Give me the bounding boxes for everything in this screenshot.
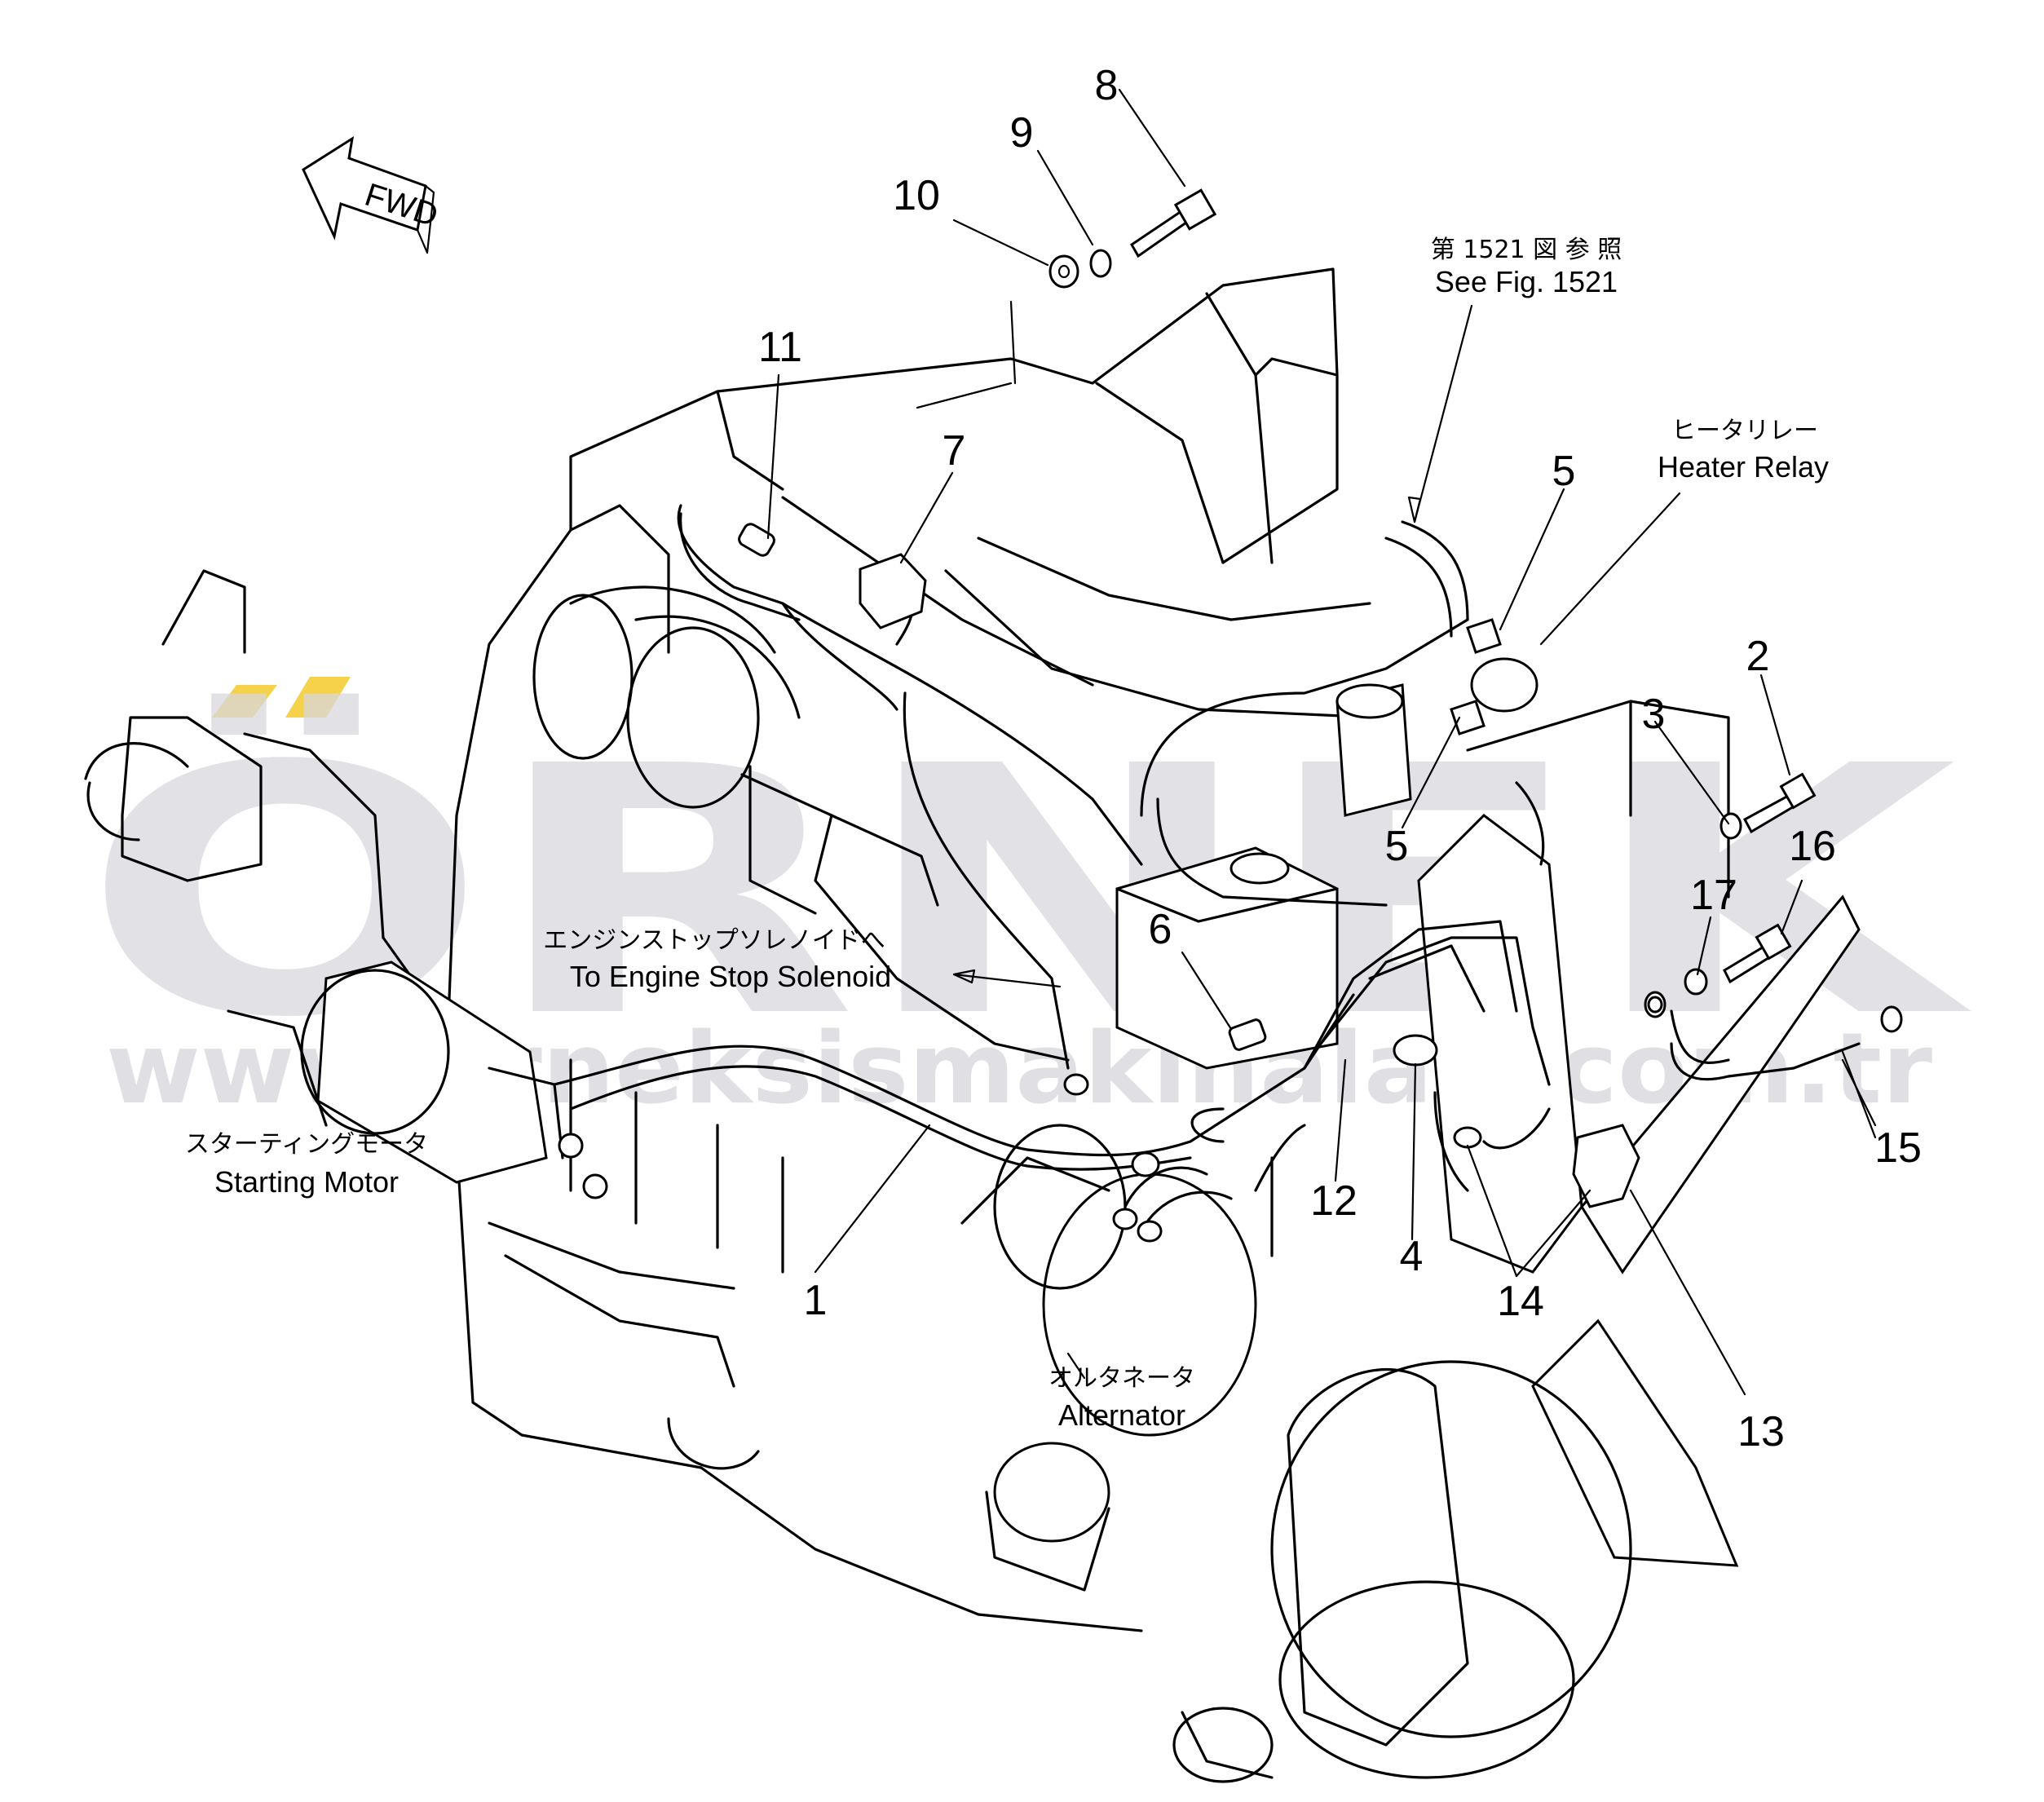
- relay-7-icon: [859, 553, 927, 629]
- heater-relay-en: Heater Relay: [1658, 450, 1829, 484]
- bolt-2-icon: [1742, 772, 1817, 834]
- washer-10-icon: [1048, 254, 1079, 289]
- callout-2: 2: [1746, 633, 1770, 680]
- heater-relay-icon: [1470, 657, 1539, 713]
- callout-1: 1: [804, 1277, 828, 1324]
- callout-7: 7: [943, 427, 966, 475]
- notes: 第 1521 図 参 照 See Fig. 1521 ヒータリレー Heater…: [185, 236, 1829, 1432]
- callouts: 1 2 3 4 5 5 6 7 8 9 10 11 12 13 14 15 16…: [758, 62, 1922, 1455]
- see-fig-jp: 第 1521 図 参 照: [1431, 236, 1622, 264]
- starting-motor-en: Starting Motor: [214, 1165, 399, 1199]
- parts: [558, 188, 1903, 1243]
- callout-9: 9: [1010, 109, 1034, 157]
- callout-16: 16: [1789, 823, 1836, 870]
- callout-8: 8: [1095, 62, 1119, 109]
- wiring-harness: [553, 504, 1861, 1257]
- sensor-11-icon: [738, 523, 775, 557]
- washer-17-icon: [1684, 968, 1708, 996]
- terminal-cap-5a-icon: [1466, 618, 1502, 654]
- stop-solenoid-en: To Engine Stop Solenoid: [570, 960, 891, 993]
- fwd-arrow-icon: FWD: [302, 135, 442, 254]
- lock-washer-9-icon: [1089, 249, 1112, 278]
- sensor-6-icon: [1228, 1018, 1267, 1051]
- watermark-accent-right: [285, 677, 351, 718]
- bolt-8-icon: [1130, 188, 1217, 258]
- stop-solenoid-jp: エンジンストップソレノイドへ: [543, 926, 885, 955]
- callout-12: 12: [1310, 1177, 1358, 1225]
- callout-13: 13: [1737, 1408, 1785, 1455]
- starting-motor-jp: スターティングモータ: [185, 1130, 428, 1159]
- heater-relay-jp: ヒータリレー: [1671, 417, 1818, 445]
- terminal-cap-5b-icon: [1450, 700, 1486, 735]
- callout-10: 10: [893, 172, 940, 219]
- switch-4-icon: [1393, 1034, 1438, 1067]
- engine-line-art: [84, 267, 1861, 1783]
- callout-5b: 5: [1385, 823, 1409, 870]
- leader-lines: [766, 88, 1877, 1396]
- callout-15: 15: [1874, 1124, 1922, 1172]
- see-fig-en: See Fig. 1521: [1435, 265, 1618, 298]
- callout-17: 17: [1690, 872, 1737, 919]
- callout-6: 6: [1149, 906, 1172, 953]
- callout-4: 4: [1400, 1233, 1424, 1280]
- watermark-accent-left: [212, 685, 277, 718]
- callout-3: 3: [1642, 691, 1666, 738]
- alternator-jp: オルタネータ: [1048, 1364, 1195, 1393]
- callout-11: 11: [758, 324, 802, 371]
- callout-14: 14: [1497, 1278, 1544, 1325]
- alternator-en: Alternator: [1058, 1398, 1185, 1432]
- callout-5a: 5: [1552, 448, 1576, 495]
- sensor-13-icon: [1572, 1124, 1640, 1208]
